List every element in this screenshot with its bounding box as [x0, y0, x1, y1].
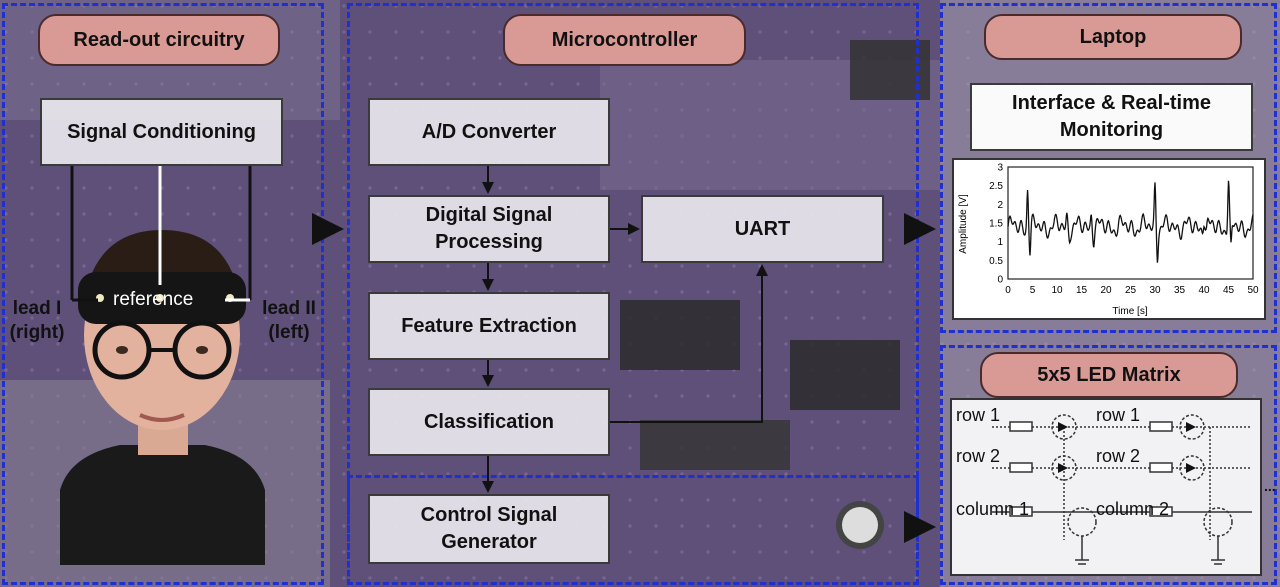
led-col2-label: column 2 [1096, 499, 1170, 519]
led-more-indicator: ... [1264, 478, 1276, 494]
signal-plot: 0 0.5 1 1.5 2 2.5 3 0 5 10 15 20 25 30 35 40 45 50 Ampli… [958, 163, 1259, 318]
led-region [940, 345, 1277, 585]
lead2-label: lead II (left) [252, 297, 326, 345]
dsp-line1: Digital Signal [425, 204, 553, 226]
csg-line1: Control Signal [420, 504, 558, 526]
plot-ytick-label: 1 [997, 237, 1003, 248]
lead1-line1: lead I [12, 298, 62, 319]
plot-ytick-label: 0.5 [989, 256, 1003, 267]
feature-extraction-block: Feature Extraction [368, 292, 610, 360]
led-matrix-schematic: row 1 row 1 row 2 row 2 column 1 column … [950, 398, 1262, 576]
plot-ytick-label: 1.5 [989, 219, 1003, 230]
plot-xtick-label: 40 [1198, 285, 1210, 296]
led-row1-label-a: row 1 [956, 405, 1001, 425]
plot-ytick-label: 2 [997, 200, 1003, 211]
led-schematic-drawing [992, 414, 1252, 565]
plot-xtick-label: 10 [1051, 285, 1063, 296]
led-row2-label-a: row 2 [956, 446, 1001, 466]
plot-xtick-label: 5 [1030, 285, 1036, 296]
plot-xtick-label: 0 [1005, 285, 1011, 296]
control-signal-generator-block: Control Signal Generator [368, 494, 610, 564]
adc-block: A/D Converter [368, 98, 610, 166]
plot-xtick-label: 15 [1076, 285, 1088, 296]
microcontroller-title: Microcontroller [503, 14, 746, 66]
led-row2-label-b: row 2 [1096, 446, 1141, 466]
plot-xtick-label: 20 [1100, 285, 1112, 296]
lead2-line2: (left) [268, 321, 310, 343]
plot-ylabel: Amplitude [V] [958, 194, 969, 254]
led-col1-label: column 1 [956, 499, 1030, 519]
plot-xtick-label: 25 [1125, 285, 1137, 296]
interface-line1: Interface & Real-time [1012, 92, 1211, 114]
plot-ytick-label: 2.5 [989, 181, 1003, 192]
led-matrix-title: 5x5 LED Matrix [980, 352, 1238, 398]
uart-block: UART [641, 195, 884, 263]
lead1-label: lead I (right) [2, 297, 72, 345]
plot-xtick-label: 45 [1223, 285, 1235, 296]
led-row1-label-b: row 1 [1096, 405, 1141, 425]
signal-trace [1007, 180, 1254, 263]
laptop-region [940, 3, 1277, 333]
signal-conditioning-block: Signal Conditioning [40, 98, 283, 166]
person-with-headband [60, 230, 265, 565]
interface-line2: Monitoring [1059, 119, 1164, 141]
laptop-title: Laptop [984, 14, 1242, 60]
reference-label: reference [113, 289, 194, 310]
dsp-block: Digital Signal Processing [368, 195, 610, 263]
csg-line2: Generator [441, 531, 537, 553]
lead2-line1: lead II [262, 298, 316, 319]
readout-title: Read-out circuitry [38, 14, 280, 66]
dsp-line2: Processing [435, 231, 543, 253]
signal-plot-panel: 0 0.5 1 1.5 2 2.5 3 0 5 10 15 20 25 30 35 40 45 50 Ampli… [952, 158, 1266, 320]
classification-block: Classification [368, 388, 610, 456]
plot-xtick-label: 50 [1247, 285, 1259, 296]
plot-xlabel: Time [s] [1112, 306, 1147, 317]
plot-xtick-label: 35 [1174, 285, 1186, 296]
interface-monitoring-block: Interface & Real-time Monitoring [970, 83, 1253, 151]
plot-ytick-label: 3 [997, 163, 1003, 174]
lead1-line2: (right) [9, 321, 65, 343]
readout-region [2, 3, 324, 585]
plot-ytick-label: 0 [997, 275, 1003, 286]
plot-xtick-label: 30 [1149, 285, 1161, 296]
